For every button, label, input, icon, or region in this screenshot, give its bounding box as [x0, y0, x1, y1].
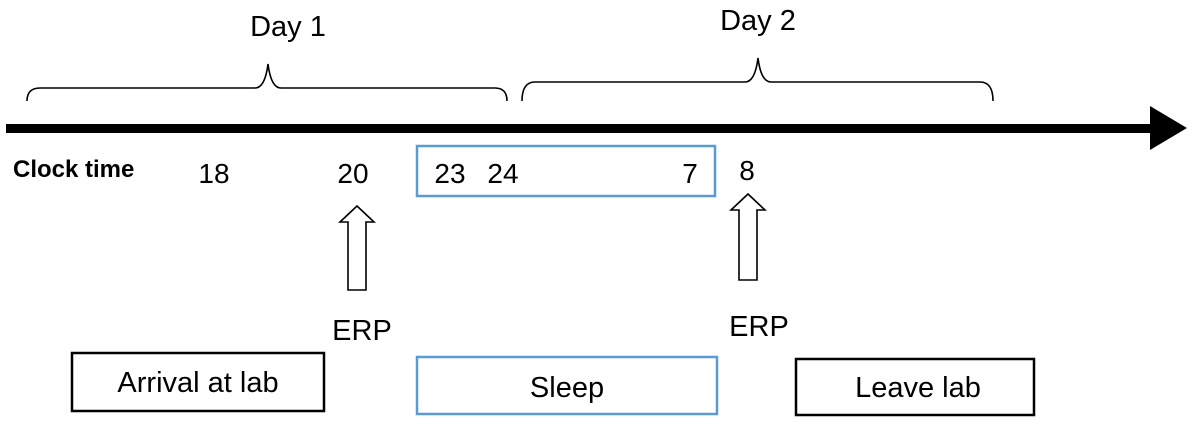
sleep-label: Sleep	[530, 372, 604, 404]
erp2-up-arrow-icon	[728, 192, 768, 281]
leave-box	[794, 357, 1036, 417]
day2-label: Day 2	[720, 5, 796, 37]
erp1-label: ERP	[332, 315, 392, 347]
tick-7: 7	[682, 158, 698, 189]
day1-brace	[26, 63, 508, 102]
tick-20: 20	[337, 158, 368, 189]
arrival-box	[70, 351, 326, 413]
day1-label: Day 1	[250, 11, 326, 43]
leave-label: Leave lab	[855, 372, 981, 404]
sleep-box	[415, 355, 719, 416]
tick-24: 24	[487, 158, 518, 189]
tick-8: 8	[739, 155, 755, 186]
arrival-label: Arrival at lab	[117, 367, 278, 399]
day2-brace	[521, 57, 994, 102]
erp1-up-arrow-icon	[337, 204, 377, 291]
timeline-arrowhead	[1150, 106, 1187, 150]
tick-18: 18	[198, 158, 229, 189]
tick-23: 23	[434, 158, 465, 189]
erp2-label: ERP	[729, 311, 789, 343]
sleep-window-box	[415, 144, 717, 198]
timeline-axis	[6, 124, 1152, 133]
clock-time-label: Clock time	[13, 156, 134, 183]
